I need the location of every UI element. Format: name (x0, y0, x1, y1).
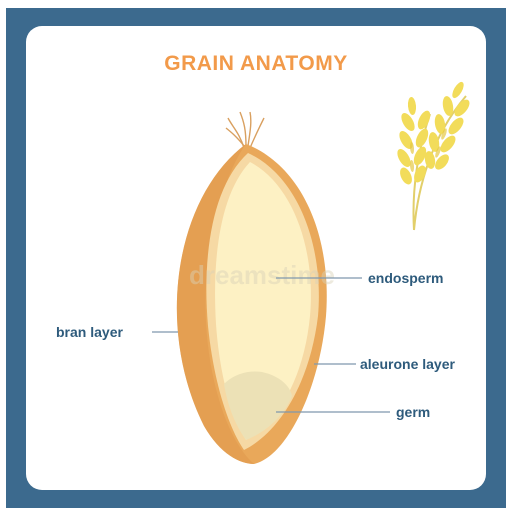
wheat-ear-icon (395, 80, 473, 230)
diagram-card: GRAIN ANATOMY dreamstime (26, 26, 486, 490)
grain-hairs (226, 112, 264, 148)
grain-illustration: dreamstime (26, 26, 486, 490)
watermark: dreamstime (189, 260, 335, 290)
aleurone-layer-label: aleurone layer (360, 356, 455, 372)
germ-label: germ (396, 404, 430, 420)
bran-layer-label: bran layer (56, 324, 123, 340)
endosperm-label: endosperm (368, 270, 443, 286)
diagram-frame: GRAIN ANATOMY dreamstime (6, 8, 506, 508)
